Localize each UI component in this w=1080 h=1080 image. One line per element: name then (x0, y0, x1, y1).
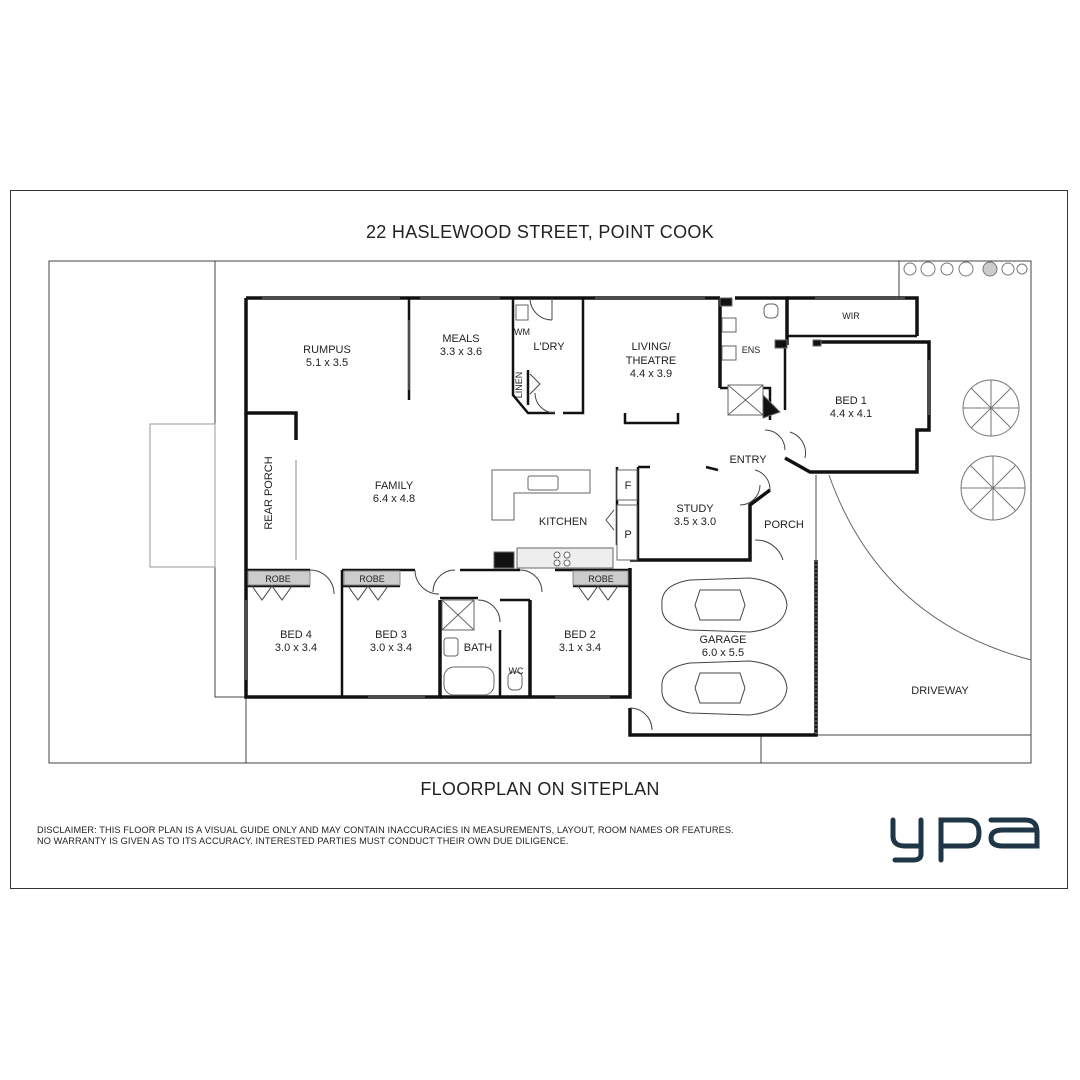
door-swings (309, 297, 807, 731)
entry-label: ENTRY (729, 454, 767, 466)
bed3-label: BED 3 (375, 629, 407, 641)
logo-text: ypa (887, 808, 889, 809)
tree-icon (962, 379, 1020, 437)
meals-label: MEALS (442, 333, 479, 345)
car-icon (661, 577, 788, 633)
bed3-robe-label: ROBE (359, 574, 385, 584)
interior-walls (246, 298, 917, 697)
rumpus-size: 5.1 x 3.5 (306, 357, 348, 369)
bed4-size: 3.0 x 3.4 (275, 642, 317, 654)
bed1-label: BED 1 (835, 395, 867, 407)
bed4-robe-label: ROBE (265, 574, 291, 584)
driveway-label: DRIVEWAY (911, 685, 969, 697)
exterior-walls (244, 296, 931, 737)
bed1-size: 4.4 x 4.1 (830, 408, 872, 420)
meals-size: 3.3 x 3.6 (440, 346, 482, 358)
robe-doors (251, 373, 619, 601)
bed4-label: BED 4 (280, 629, 312, 641)
car-icon (661, 660, 788, 716)
living-label-2: THEATRE (626, 355, 677, 367)
windows (245, 297, 930, 698)
rumpus-label: RUMPUS (303, 344, 351, 356)
study-label: STUDY (676, 503, 714, 515)
tree-icon (960, 455, 1026, 521)
porch-label: PORCH (764, 519, 804, 531)
disclaimer-line-1: DISCLAIMER: THIS FLOOR PLAN IS A VISUAL … (37, 825, 734, 835)
fridge-label: F (625, 480, 632, 492)
ypa-logo: ypa (887, 808, 1040, 863)
bed2-size: 3.1 x 3.4 (559, 642, 601, 654)
living-label-1: LIVING/ (631, 341, 671, 353)
bed2-label: BED 2 (564, 629, 596, 641)
living-size: 4.4 x 3.9 (630, 368, 672, 380)
garage-size: 6.0 x 5.5 (702, 647, 744, 659)
garage-label: GARAGE (699, 634, 746, 646)
rear-porch-label: REAR PORCH (263, 456, 275, 529)
pantry-label: P (624, 529, 631, 541)
robe-bars (247, 570, 629, 586)
family-size: 6.4 x 4.8 (373, 493, 415, 505)
shrub-row-icon (903, 261, 1028, 277)
bed2-robe-label: ROBE (588, 574, 614, 584)
disclaimer-line-2: NO WARRANTY IS GIVEN AS TO ITS ACCURACY.… (37, 836, 569, 846)
wm-label: WM (514, 327, 530, 337)
bath-label: BATH (464, 642, 493, 654)
plan-caption: FLOORPLAN ON SITEPLAN (420, 779, 660, 799)
bed3-size: 3.0 x 3.4 (370, 642, 412, 654)
disclaimer: DISCLAIMER: THIS FLOOR PLAN IS A VISUAL … (37, 825, 734, 847)
ens-label: ENS (742, 345, 761, 355)
address-title: 22 HASLEWOOD STREET, POINT COOK (365, 222, 715, 242)
wc-label: WC (509, 666, 524, 676)
wir-label: WIR (842, 311, 860, 321)
bath-fixtures (441, 297, 822, 696)
kitchen-bench (491, 469, 638, 569)
linen-label: LINEN (514, 372, 524, 399)
study-size: 3.5 x 3.0 (674, 516, 716, 528)
plan-frame (10, 190, 1068, 889)
laundry-label: L'DRY (533, 341, 565, 353)
family-label: FAMILY (375, 480, 414, 492)
kitchen-label: KITCHEN (539, 516, 587, 528)
